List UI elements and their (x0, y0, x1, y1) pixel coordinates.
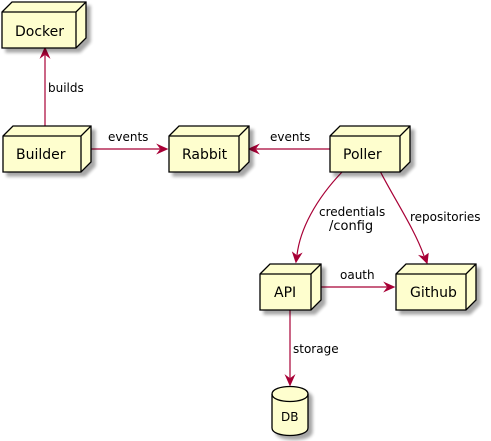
label-repositories: repositories (410, 210, 481, 224)
node-docker-label: Docker (15, 24, 64, 40)
node-api (259, 263, 322, 311)
arrowhead-docker (39, 46, 51, 59)
node-rabbit (168, 125, 250, 173)
node-poller-label: Poller (343, 147, 382, 163)
node-db (271, 385, 309, 437)
node-api-label: API (274, 285, 296, 301)
edge-poller-api (296, 170, 344, 256)
node-github (395, 263, 477, 311)
label-oauth: oauth (340, 268, 375, 282)
label-builds: builds (48, 81, 84, 95)
arrowhead-api (291, 251, 303, 264)
node-rabbit-label: Rabbit (182, 147, 228, 163)
arrowhead-github-top (418, 252, 429, 265)
arrowhead-rabbit-left (156, 143, 169, 155)
node-db-label: DB (281, 410, 298, 424)
edge-poller-github (379, 170, 425, 257)
arrowhead-rabbit-right (247, 143, 260, 155)
node-docker (1, 1, 87, 49)
label-builder-events: events (108, 130, 148, 144)
arrowhead-db (284, 374, 296, 387)
label-config: /config (329, 219, 373, 234)
node-builder-label: Builder (16, 147, 66, 163)
node-builder (2, 125, 92, 173)
label-storage: storage (293, 342, 339, 356)
node-github-label: Github (410, 285, 457, 301)
label-credentials: credentials (319, 205, 385, 219)
label-poller-events: events (270, 130, 310, 144)
node-poller (329, 125, 411, 173)
arrowhead-github-left (383, 281, 396, 293)
